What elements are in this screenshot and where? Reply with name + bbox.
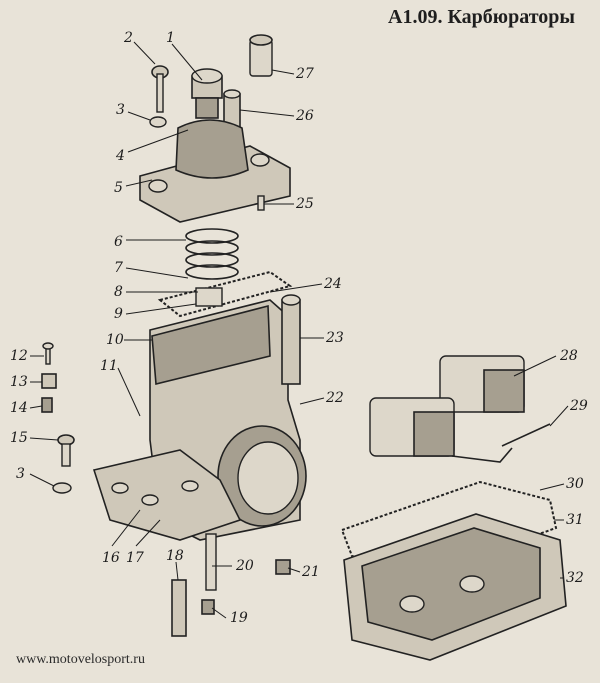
callout-16: 16	[102, 550, 120, 566]
callout-31: 31	[566, 512, 584, 528]
leader-lines	[29, 41, 569, 619]
callout-30: 30	[566, 476, 584, 492]
cover-5-drawing	[139, 119, 291, 223]
screw-2-drawing	[151, 65, 169, 113]
callout-5: 5	[114, 180, 123, 196]
left-small-parts	[41, 342, 75, 494]
page-title: А1.09. Карбюраторы	[388, 6, 575, 28]
base-flange-drawing	[92, 449, 291, 637]
callout-24: 24	[323, 276, 342, 292]
callout-1: 1	[166, 30, 175, 46]
adjuster-1-drawing	[191, 68, 223, 119]
callout-15: 15	[10, 430, 28, 446]
callout-29: 29	[569, 398, 588, 414]
callout-11: 11	[100, 358, 118, 374]
callout-18: 18	[166, 548, 184, 564]
gasket-7-drawing	[157, 270, 293, 318]
callout-10: 10	[106, 332, 124, 348]
callout-6: 6	[114, 234, 123, 250]
callout-17: 17	[126, 550, 144, 566]
callout-labels: 1 2 3 4 5 6 7 8 9 10 11 12 13 14 15 3 16…	[10, 30, 588, 626]
callout-14: 14	[10, 400, 28, 416]
callout-3: 3	[116, 102, 125, 118]
callout-20: 20	[235, 558, 254, 574]
callout-7: 7	[114, 260, 123, 276]
callout-23: 23	[325, 330, 344, 346]
callout-19: 19	[230, 610, 248, 626]
callout-9: 9	[114, 306, 123, 322]
callout-27: 27	[295, 66, 314, 82]
callout-12: 12	[10, 348, 28, 364]
callout-25: 25	[295, 196, 314, 212]
callout-13: 13	[10, 374, 28, 390]
washer-3-drawing	[149, 116, 167, 128]
cap-27-drawing	[249, 34, 273, 77]
callout-4: 4	[115, 148, 125, 164]
callout-28: 28	[559, 348, 578, 364]
callout-21: 21	[301, 564, 320, 580]
callout-22: 22	[325, 390, 344, 406]
top-cover-assembly	[139, 34, 291, 223]
float-assembly-drawing	[369, 355, 551, 463]
float-bowl-drawing	[340, 480, 567, 661]
callout-2: 2	[123, 30, 133, 46]
callout-26: 26	[295, 108, 314, 124]
callout-32: 32	[566, 570, 584, 586]
callout-3-lower: 3	[16, 466, 25, 482]
callout-8: 8	[114, 284, 123, 300]
spring-6-drawing	[185, 228, 239, 280]
site-url: www.motovelosport.ru	[16, 652, 145, 667]
